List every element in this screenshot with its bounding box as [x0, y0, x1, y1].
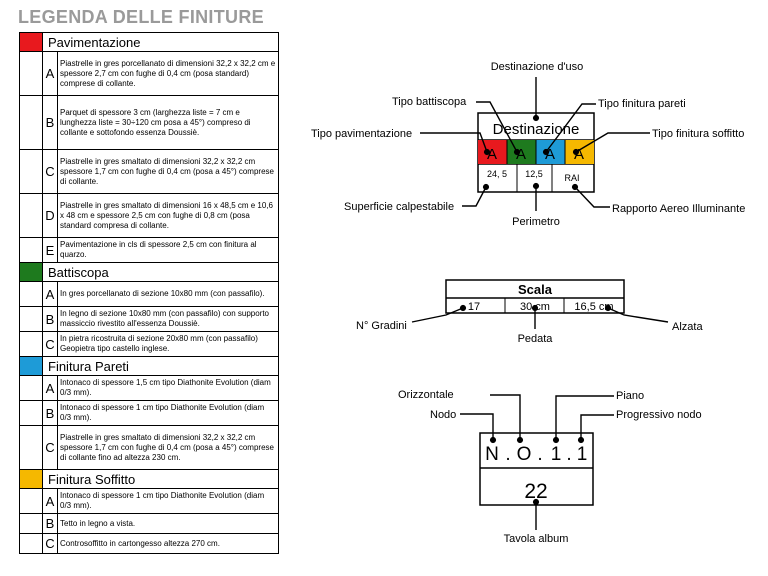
section-color-swatch [20, 263, 43, 281]
swatch-pareti [536, 140, 565, 164]
label-nodo: Nodo [430, 409, 456, 421]
finish-code-letter: C [43, 534, 58, 553]
riser-value: 16,5 cm [574, 301, 613, 313]
finish-description: Pavimentazione in cls di spessore 2,5 cm… [60, 240, 257, 259]
node-char: N [485, 444, 499, 465]
node-char: . [566, 444, 571, 465]
legend-section-header: Finitura Soffitto [20, 470, 278, 489]
legend-section-header: Finitura Pareti [20, 357, 278, 376]
label-tavola: Tavola album [504, 533, 569, 545]
finish-code-letter: B [43, 401, 58, 425]
finish-letter: A [545, 146, 555, 163]
finish-description: Piastrelle in gres smaltato di dimension… [60, 432, 274, 462]
node-char: . [537, 444, 542, 465]
finish-code-letter: A [43, 376, 58, 400]
legend-section-title: Finitura Pareti [48, 358, 129, 374]
label-pareti: Tipo finitura pareti [598, 98, 686, 110]
node-char: O [517, 444, 532, 465]
legend-section-title: Finitura Soffitto [48, 471, 136, 487]
finish-code-letter: C [43, 150, 58, 193]
node-char: 1 [551, 444, 562, 465]
finish-code-letter: A [43, 282, 58, 306]
swatch-battiscopa [507, 140, 536, 164]
finish-description: Intonaco di spessore 1,5 cm tipo Diathon… [60, 378, 271, 397]
legend-title: LEGENDA DELLE FINITURE [18, 7, 264, 27]
finish-description: Intonaco di spessore 1 cm tipo Diathonit… [60, 491, 265, 510]
node-char: . [505, 444, 510, 465]
surface-value: 24, 5 [487, 169, 507, 179]
label-progressivo: Progressivo nodo [616, 409, 702, 421]
stair-tag-diagram: Scala 17 30 cm 16,5 cm N° Gradini Pedata… [356, 279, 703, 345]
legend-section-title: Pavimentazione [48, 34, 141, 50]
finish-code-letter: D [43, 194, 58, 237]
finish-code-letter: B [43, 307, 58, 331]
room-tag-diagram: Destinazione A A A A 24, 5 12,5 RAI Dest… [311, 61, 745, 228]
perimeter-value: 12,5 [525, 169, 543, 179]
album-sheet-number: 22 [524, 480, 547, 503]
finish-description: Tetto in legno a vista. [60, 518, 136, 528]
node-tag-diagram: N . O . 1 . 1 22 Orizzontale Nodo Piano … [398, 389, 702, 545]
label-orizzontale: Orizzontale [398, 389, 454, 401]
label-battiscopa: Tipo battiscopa [392, 96, 467, 108]
label-piano: Piano [616, 390, 644, 402]
finish-description: Parquet di spessore 3 cm (larghezza list… [60, 107, 251, 137]
legend-section-header: Pavimentazione [20, 33, 278, 52]
steps-value: 17 [468, 301, 480, 313]
section-color-swatch [20, 33, 43, 51]
label-alzata: Alzata [672, 321, 703, 333]
finish-code-letter: A [43, 52, 58, 95]
node-char: 1 [577, 444, 588, 465]
finish-letter: A [487, 146, 497, 163]
rai-value: RAI [564, 173, 579, 183]
finish-description: Intonaco di spessore 1 cm tipo Diathonit… [60, 403, 265, 422]
finish-code-letter: A [43, 489, 58, 513]
finish-description: Piastrelle in gres porcellanato di dimen… [60, 58, 276, 88]
swatch-pavimentazione [478, 140, 507, 164]
room-destination-title: Destinazione [493, 121, 580, 138]
legend-section-header: Battiscopa [20, 263, 278, 282]
label-perimetro: Perimetro [512, 216, 560, 228]
label-soffitto: Tipo finitura soffitto [652, 128, 744, 140]
finish-letter: A [516, 146, 526, 163]
label-destinazione: Destinazione d'uso [491, 61, 584, 73]
finish-description: Piastrelle in gres smaltato di dimension… [60, 200, 273, 230]
finish-description: In gres porcellanato di sezione 10x80 mm… [60, 289, 265, 298]
label-gradini: N° Gradini [356, 320, 407, 332]
finish-code-letter: C [43, 332, 58, 356]
finish-code-letter: B [43, 96, 58, 149]
finish-description: In pietra ricostruita di sezione 20x80 m… [60, 334, 258, 353]
legend-section-title: Battiscopa [48, 264, 109, 280]
finish-code-letter: C [43, 426, 58, 469]
finish-description: Controsoffitto in cartongesso altezza 27… [60, 538, 220, 548]
stair-title: Scala [518, 282, 553, 297]
section-color-swatch [20, 470, 43, 488]
finish-description: In legno di sezione 10x80 mm (con passaf… [60, 309, 270, 328]
label-pedata: Pedata [518, 333, 554, 345]
label-pavimentazione: Tipo pavimentazione [311, 128, 412, 140]
label-superficie: Superficie calpestabile [344, 201, 454, 213]
finish-code-letter: E [43, 238, 58, 262]
section-color-swatch [20, 357, 43, 375]
finish-code-letter: B [43, 514, 58, 533]
finish-description: Piastrelle in gres smaltato di dimension… [60, 156, 274, 186]
label-rai: Rapporto Aereo Illuminante [612, 203, 745, 215]
